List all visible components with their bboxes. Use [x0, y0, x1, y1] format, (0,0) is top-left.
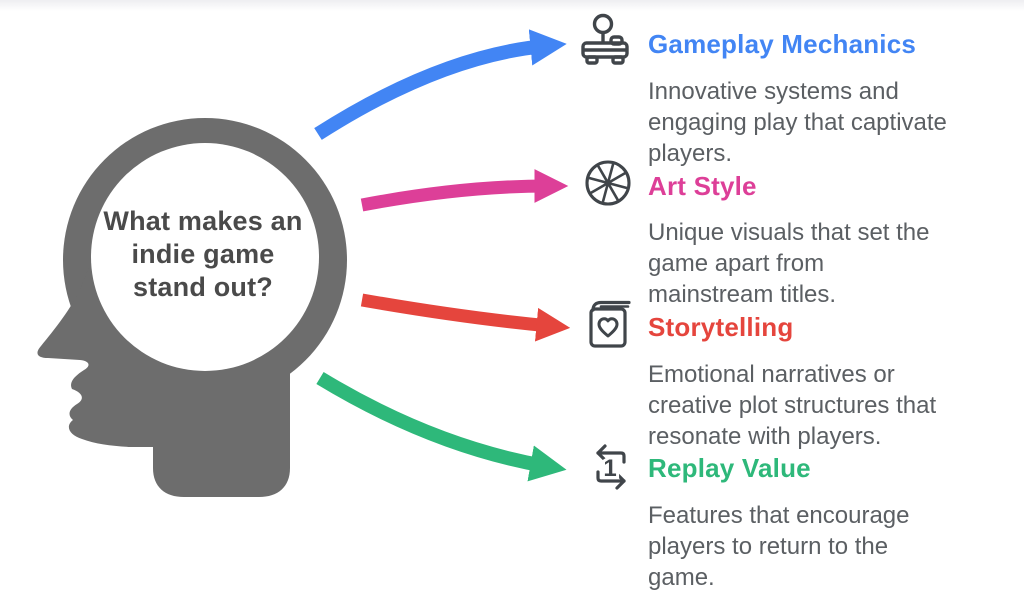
branch-description-replay: Features that encourage players to retur… [648, 502, 910, 591]
arrow-gameplay [314, 29, 567, 140]
storybook-heart-icon [589, 300, 631, 348]
branch-title-replay: Replay Value [648, 453, 811, 483]
branch-title-art: Art Style [648, 171, 757, 201]
repeat-one-badge: 1 [603, 455, 616, 482]
branch-description-gameplay: Innovative systems and engaging play tha… [648, 78, 947, 167]
color-wheel-icon [585, 160, 631, 206]
branch-description-art: Unique visuals that set the game apart f… [648, 219, 930, 308]
brain-bubble [91, 143, 319, 371]
branch-title-story: Storytelling [648, 312, 794, 342]
arrow-story [360, 293, 571, 342]
top-edge-band [0, 0, 1024, 11]
branch-description-story: Emotional narratives or creative plot st… [648, 361, 937, 450]
joystick-icon [581, 13, 629, 65]
branch-title-gameplay: Gameplay Mechanics [648, 29, 917, 59]
arrow-art [360, 169, 569, 212]
central-question: What makes an indie game stand out? [103, 206, 303, 302]
arrow-replay [316, 372, 567, 482]
repeat-one-icon: 1 [596, 444, 626, 490]
